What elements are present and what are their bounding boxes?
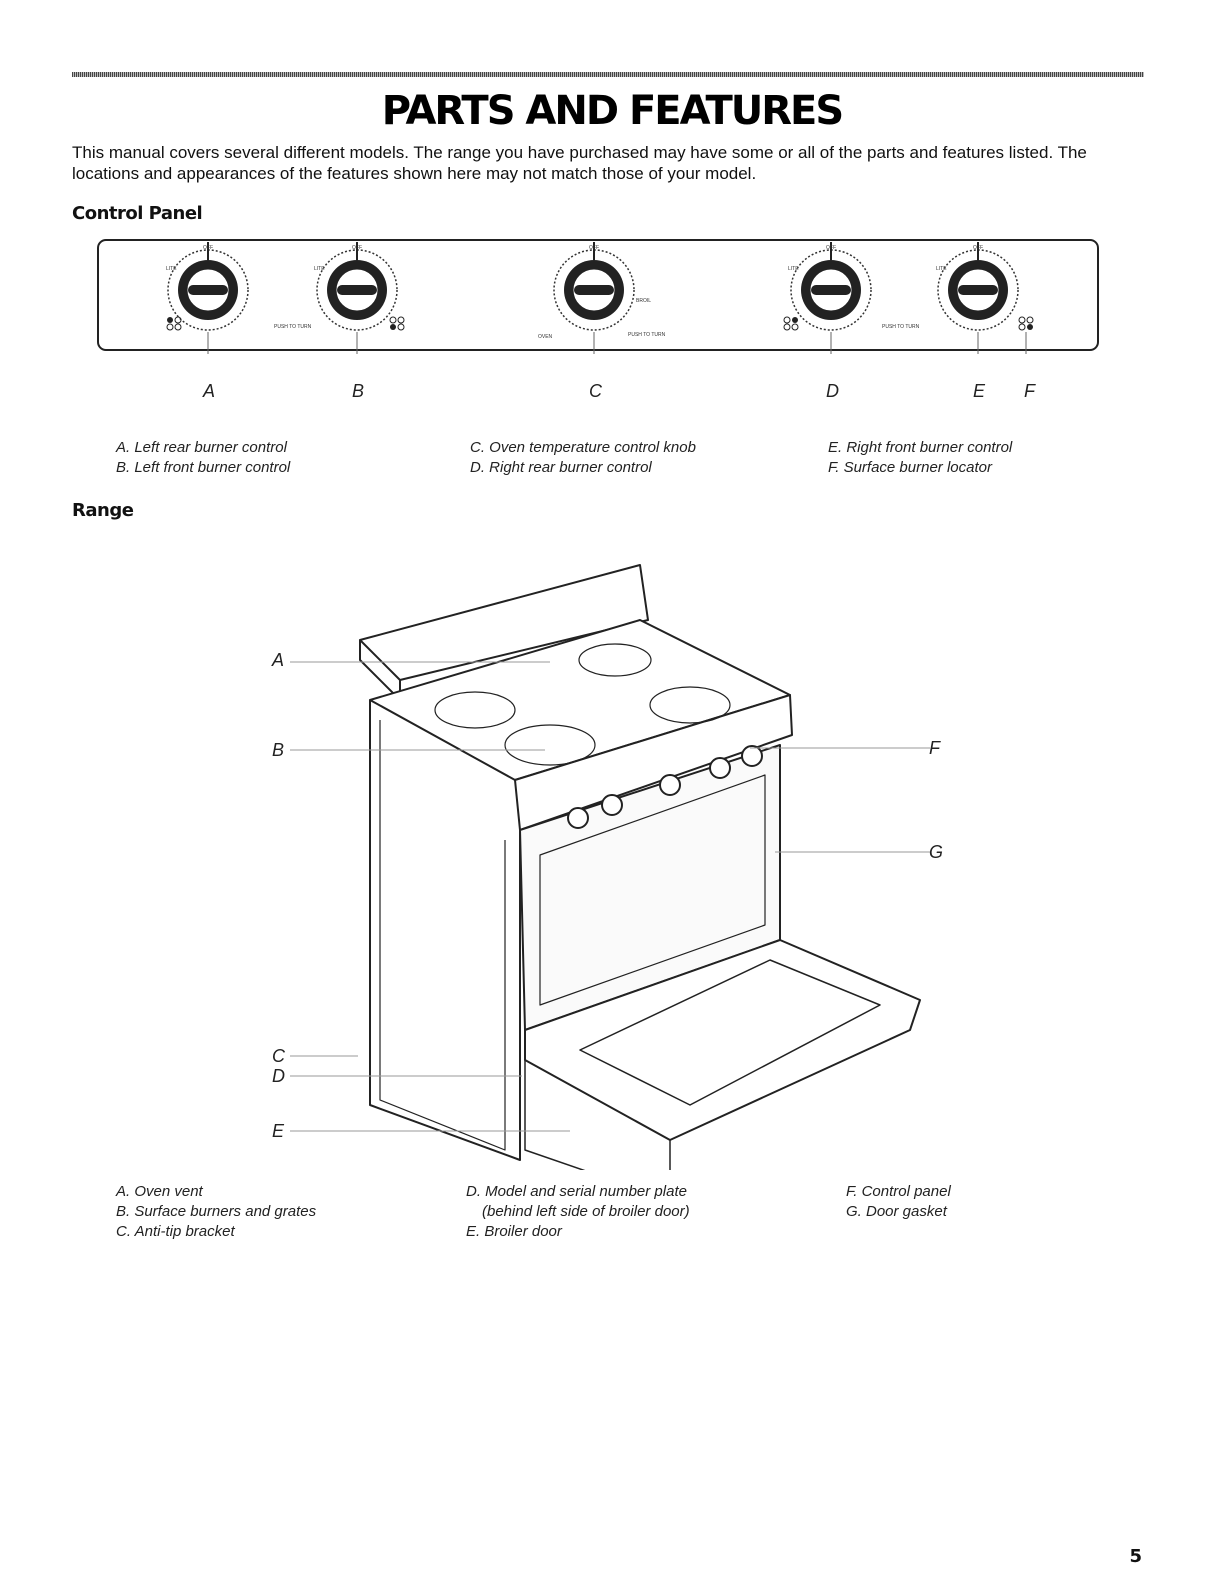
legend-item: E. Broiler door [466, 1223, 562, 1240]
cp-legend-col-2: C. Oven temperature control knob D. Righ… [470, 438, 696, 478]
range-callout-g: G [929, 842, 944, 862]
range-callout-e: E [272, 1121, 285, 1141]
svg-text:LITE: LITE [166, 266, 177, 272]
range-callout-d: D [272, 1066, 285, 1086]
cp-callout-c: C [589, 381, 602, 401]
legend-item: E. Right front burner control [828, 439, 1013, 456]
page-title: PARTS AND FEATURES [381, 88, 844, 134]
legend-item: A. Oven vent [116, 1183, 203, 1200]
knob-right-front [937, 242, 1034, 354]
legend-item: (behind left side of broiler door) [482, 1203, 690, 1220]
control-panel-illustration: OFF OFF OFF OFF OFF LITE LITE LITE LITE … [97, 239, 1099, 354]
svg-text:PUSH TO TURN: PUSH TO TURN [882, 324, 920, 330]
range-callout-b: B [272, 740, 285, 760]
cp-legend-col-1: A. Left rear burner control B. Left fron… [116, 438, 290, 478]
range-heading: Range [72, 500, 134, 521]
svg-text:LITE: LITE [936, 266, 947, 272]
cp-callout-b: B [352, 381, 365, 401]
svg-text:OFF: OFF [203, 245, 213, 251]
range-callout-f: F [929, 738, 940, 758]
legend-item: C. Oven temperature control knob [470, 439, 696, 456]
knob-right-rear [783, 242, 872, 354]
knob-oven [553, 242, 635, 354]
svg-text:OFF: OFF [973, 245, 983, 251]
cp-callout-e: E [973, 381, 986, 401]
legend-item: F. Surface burner locator [828, 459, 992, 476]
svg-text:OFF: OFF [352, 245, 362, 251]
knob-left-rear [166, 242, 249, 354]
page-number: 5 [1129, 1546, 1142, 1567]
legend-item: D. Right rear burner control [470, 459, 652, 476]
svg-text:LITE: LITE [788, 266, 799, 272]
legend-item: B. Surface burners and grates [116, 1203, 317, 1220]
svg-text:BROIL: BROIL [636, 298, 651, 304]
legend-item: F. Control panel [846, 1183, 951, 1200]
cp-legend-col-3: E. Right front burner control F. Surface… [828, 438, 1012, 478]
svg-text:PUSH TO TURN: PUSH TO TURN [274, 324, 312, 330]
svg-text:OVEN: OVEN [538, 334, 553, 340]
range-legend-col-1: A. Oven vent B. Surface burners and grat… [116, 1182, 316, 1242]
svg-text:PUSH TO TURN: PUSH TO TURN [628, 332, 666, 338]
svg-text:OFF: OFF [826, 245, 836, 251]
range-callout-a: A [272, 650, 285, 670]
range-legend-col-3: F. Control panel G. Door gasket [846, 1182, 951, 1222]
range-legend-col-2: D. Model and serial number plate (behind… [466, 1182, 690, 1242]
cp-callout-d: D [826, 381, 839, 401]
legend-item: B. Left front burner control [116, 459, 291, 476]
legend-item: C. Anti-tip bracket [116, 1223, 235, 1240]
cp-callout-a: A [203, 381, 216, 401]
control-panel-heading: Control Panel [72, 203, 203, 224]
svg-text:LITE: LITE [314, 266, 325, 272]
legend-item: D. Model and serial number plate [466, 1183, 687, 1200]
range-callout-c: C [272, 1046, 285, 1066]
legend-item: G. Door gasket [846, 1203, 947, 1220]
range-illustration [290, 564, 930, 1170]
cp-callout-f: F [1024, 381, 1035, 401]
svg-text:OFF: OFF [589, 245, 599, 251]
knob-left-front [316, 242, 405, 354]
header-rule [72, 72, 1144, 77]
legend-item: A. Left rear burner control [116, 439, 287, 456]
intro-paragraph: This manual covers several different mod… [72, 143, 1087, 183]
